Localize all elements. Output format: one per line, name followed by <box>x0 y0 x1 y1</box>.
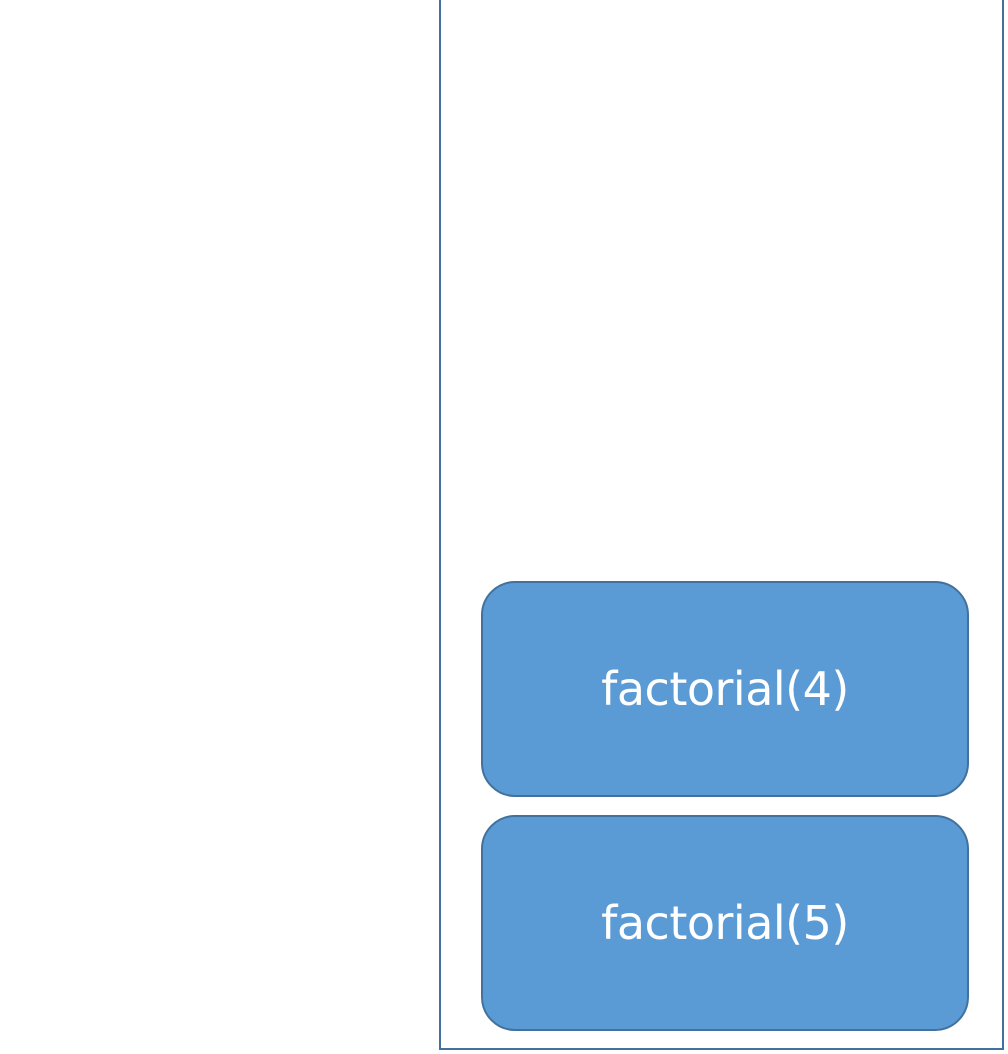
stack-frame-label: factorial(5) <box>601 896 849 950</box>
stack-frame-label: factorial(4) <box>601 662 849 716</box>
stack-frame-factorial-5: factorial(5) <box>481 815 969 1031</box>
stack-frame-factorial-4: factorial(4) <box>481 581 969 797</box>
call-stack-container: factorial(4) factorial(5) <box>439 0 1004 1050</box>
